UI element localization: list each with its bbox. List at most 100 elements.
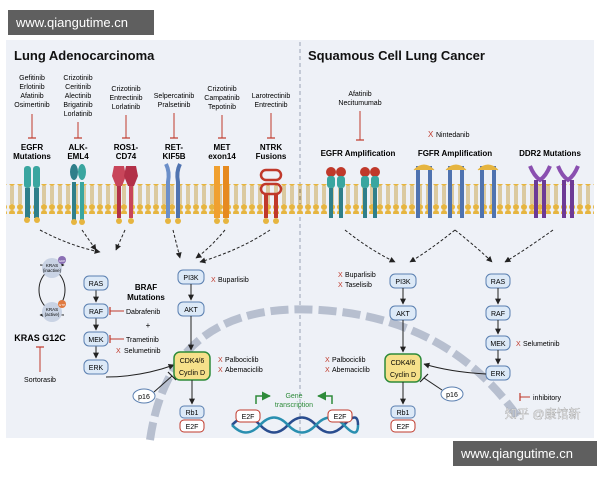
akt-label: AKT (396, 311, 410, 318)
kras-active-icon (42, 302, 62, 322)
drug-line: Tepotinib (208, 104, 236, 111)
drug-line: Entrectinib (254, 102, 287, 109)
kras-inactive-label: KRAS (46, 263, 58, 268)
target-label: Mutations (13, 152, 51, 161)
cell-membrane (6, 184, 594, 214)
e2f-label: E2F (186, 424, 199, 431)
drug-line: Pralsetinib (158, 102, 191, 109)
cdk46-label: CDK4/6 (391, 360, 416, 367)
signal-arrows (39, 229, 554, 264)
p16-label: p16 (446, 392, 458, 399)
erk-label: ERK (89, 365, 104, 372)
target-label: CD74 (116, 152, 137, 161)
zhihu-watermark: 知乎 @康馆新 (505, 406, 581, 421)
drug-line: Selpercatinib (154, 93, 195, 100)
watermark-top: www.qiangutime.cn (8, 10, 154, 35)
egfr-receptor-icon (24, 166, 40, 223)
drug-line: Osimertinib (14, 102, 50, 109)
erk-node (83, 359, 109, 375)
target-label: MET (214, 143, 231, 152)
target-label: EGFR (21, 143, 43, 152)
gtp-label: GTP (59, 303, 65, 307)
ras-node (83, 275, 109, 291)
target-label: EML4 (67, 152, 89, 161)
egfr-amplification-label: EGFR Amplification (321, 149, 396, 158)
right-pi3k-chain: X Buparlisib X Taselisib PI3K AKT X Palb… (325, 272, 464, 433)
raf-label: RAF (89, 309, 103, 316)
drug-line: Afatinib (348, 91, 371, 98)
pi3k-label: PI3K (183, 275, 199, 282)
taselisib-label: Taselisib (345, 282, 372, 289)
drug-line: Larotrectinib (252, 93, 291, 100)
kras-g12c-label: KRAS G12C (14, 333, 66, 343)
raf-node (83, 303, 109, 319)
pi3k-label: PI3K (395, 279, 411, 286)
watermark-bottom: www.qiangutime.cn (453, 441, 597, 466)
mek-label: MEK (88, 337, 104, 344)
ddr2-receptor-icon (528, 165, 580, 218)
kras-cycle: GDP KRAS (inactive) GTP KRAS (active) KR… (14, 256, 66, 384)
right-title: Squamous Cell Lung Cancer (308, 48, 485, 63)
fgfr-amp-receptor-icon (413, 164, 499, 218)
drug-line: Crizotinib (63, 75, 92, 82)
akt-label: AKT (184, 307, 198, 314)
target-label: ROS1- (114, 143, 139, 152)
drug-line: Erlotinib (19, 84, 44, 91)
drug-line: Crizotinib (111, 86, 140, 93)
fgfr-amplification-label: FGFR Amplification (418, 149, 492, 158)
e2f-label: E2F (397, 424, 410, 431)
left-mapk-chain: RAS RAF MEK ERK BRAF Mutations Dabrafeni… (83, 275, 175, 378)
ddr2-mutations-label: DDR2 Mutations (519, 149, 581, 158)
target-label: ALK- (68, 143, 87, 152)
braf-label: Mutations (127, 293, 165, 302)
met-receptor-icon (214, 166, 229, 224)
x-mark: X (428, 130, 434, 139)
alk-receptor-icon (70, 164, 86, 225)
target-label: Fusions (256, 152, 287, 161)
dabrafenib-label: Dabrafenib (126, 309, 160, 316)
left-drug-groups: Gefitinib Erlotinib Afatinib Osimertinib… (13, 75, 290, 161)
gdp-label: GDP (59, 259, 66, 263)
p16-node (132, 388, 156, 404)
trametinib-label: Trametinib (126, 337, 159, 344)
left-title: Lung Adenocarcinoma (14, 48, 155, 63)
raf-label: RAF (491, 311, 505, 318)
drug-line: Alectinib (65, 93, 92, 100)
drug-line: Campatinib (204, 95, 240, 102)
drug-line: Gefitinib (19, 75, 45, 82)
erk-node (485, 365, 511, 381)
abemaciclib-label: Abemaciclib (332, 367, 370, 374)
drug-line: Lorlatinib (64, 111, 93, 118)
gene-transcription-label: transcription (275, 402, 313, 409)
cyclin-d-label: Cyclin D (179, 370, 205, 377)
x-mark: X (325, 357, 330, 364)
right-mapk-chain: RAS RAF MEK X Selumetinib ERK inhibitory (423, 273, 562, 402)
egfr-amp-receptor-icon (326, 167, 380, 218)
p16-label: p16 (138, 394, 150, 401)
cyclin-d-label: Cyclin D (390, 372, 416, 379)
drug-line: Brigatinib (63, 102, 92, 109)
e2f-nucleus-right (327, 409, 353, 423)
dna-strand-icon (231, 416, 360, 434)
e2f-nucleus-left (235, 409, 261, 423)
kras-active-label: KRAS (46, 307, 58, 312)
x-mark: X (338, 282, 343, 289)
ros1-receptor-icon (112, 166, 138, 224)
target-label: NTRK (260, 143, 282, 152)
kras-inactive-icon (42, 258, 62, 278)
kras-inactive-label: (inactive) (43, 268, 62, 273)
x-mark: X (338, 272, 343, 279)
gene-transcription: E2F E2F Gene transcription (231, 391, 360, 434)
target-label: KIF5B (162, 152, 185, 161)
drug-line: Ceritinib (65, 84, 91, 91)
gene-transcription-label: Gene (285, 393, 302, 400)
rb1-label: Rb1 (397, 410, 410, 417)
braf-label: BRAF (135, 283, 157, 292)
dna-strand-icon (231, 416, 360, 434)
buparlisib-label: Buparlisib (345, 272, 376, 279)
e2f-label: E2F (242, 414, 255, 421)
legend-inhibitory: inhibitory (533, 395, 562, 402)
cdk46-label: CDK4/6 (180, 358, 205, 365)
